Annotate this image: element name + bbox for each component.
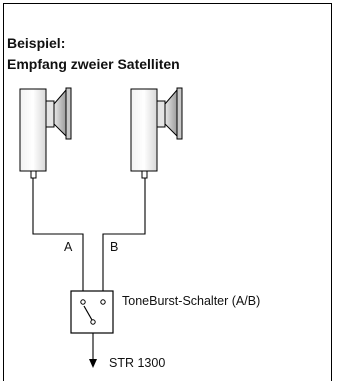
input-a-label: A [64,240,73,254]
figure-frame [3,3,332,381]
cable-b [102,178,146,291]
output-arrow-icon [89,333,97,368]
heading-line-2: Empfang zweier Satelliten [7,56,180,72]
lnb-a-icon [19,87,72,179]
cable-a [32,178,84,291]
toneburst-switch-icon [70,290,114,334]
switch-label: ToneBurst-Schalter (A/B) [122,294,261,308]
frame-border [3,3,332,381]
lnb-b-icon [130,87,183,179]
heading-line-1: Beispiel: [7,35,66,51]
input-b-label: B [110,240,119,254]
output-label: STR 1300 [109,356,166,370]
